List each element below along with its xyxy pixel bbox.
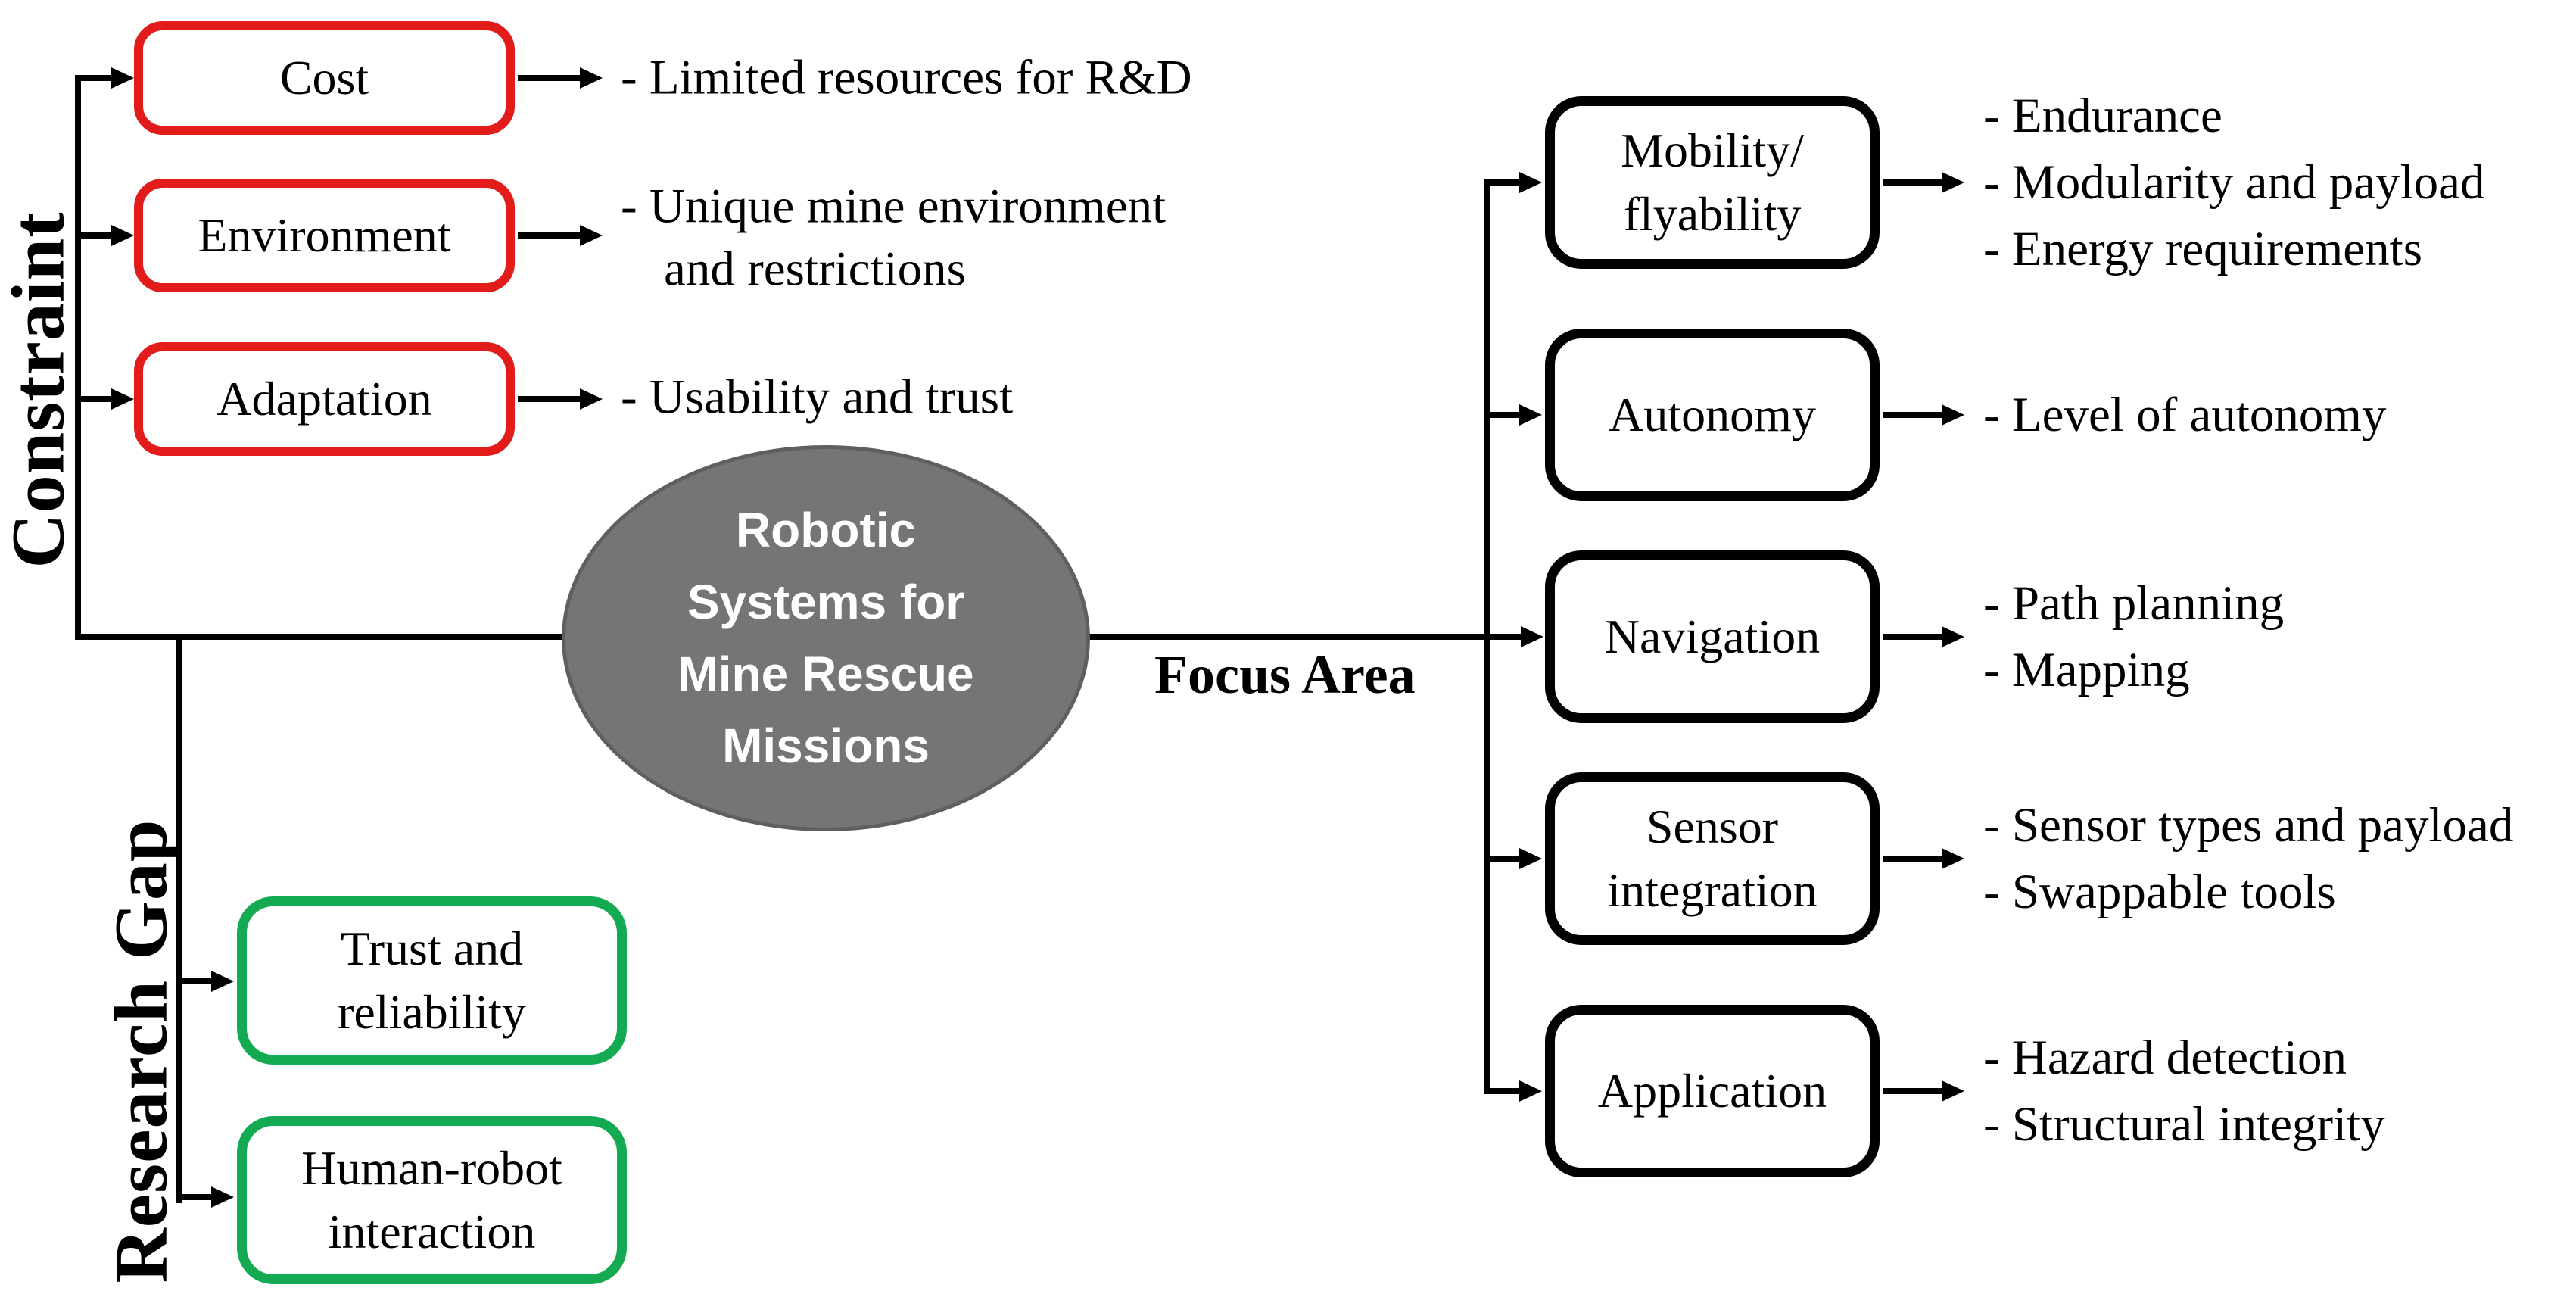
arrowhead-from-cost — [580, 67, 603, 89]
arrow-line-from-cost — [518, 75, 583, 81]
focus-area-section-label: Focus Area — [1154, 644, 1416, 705]
central-topic-ellipse: Robotic Systems for Mine Rescue Missions — [562, 445, 1090, 831]
node-sensor-integration: Sensor integration — [1545, 772, 1880, 945]
arrowhead-to-cost — [111, 67, 134, 89]
arrow-line-to-autonomy — [1487, 412, 1522, 418]
note-hazard-detection: - Hazard detection — [1983, 1031, 2347, 1085]
node-cost: Cost — [134, 21, 515, 135]
arrow-line-to-sensor — [1487, 856, 1522, 862]
note-adaptation: - Usability and trust — [621, 369, 1014, 425]
node-hri-line1: Human-robot — [301, 1141, 562, 1195]
arrowhead-from-mobility — [1942, 172, 1964, 193]
note-swappable-tools: - Swappable tools — [1983, 865, 2336, 919]
arrow-line-to-cost — [78, 75, 114, 81]
node-trust-line2: reliability — [338, 985, 526, 1039]
arrow-line-from-sensor — [1883, 856, 1945, 862]
note-modularity: - Modularity and payload — [1983, 155, 2485, 210]
node-human-robot-interaction: Human-robot interaction — [237, 1116, 627, 1284]
constraint-bracket-line — [75, 75, 81, 640]
arrowhead-from-navigation — [1942, 626, 1964, 647]
arrowhead-to-adaptation — [111, 388, 134, 410]
arrow-line-from-application — [1883, 1088, 1945, 1094]
note-cost: - Limited resources for R&D — [621, 50, 1192, 105]
arrowhead-to-sensor — [1519, 848, 1542, 869]
node-cost-label: Cost — [279, 51, 369, 104]
arrowhead-from-sensor — [1942, 848, 1964, 869]
note-environment-line1: - Unique mine environment — [621, 179, 1167, 234]
notes-mobility: - Endurance - Modularity and payload - E… — [1983, 83, 2484, 282]
node-autonomy: Autonomy — [1545, 329, 1880, 501]
arrow-line-from-environment — [518, 232, 583, 239]
arrowhead-to-application — [1519, 1080, 1542, 1102]
arrowhead-to-mobility — [1519, 172, 1542, 193]
arrow-line-to-adaptation — [78, 396, 114, 402]
node-sensor-line1: Sensor — [1646, 800, 1779, 853]
arrowhead-from-adaptation — [580, 388, 603, 410]
node-application-label: Application — [1597, 1064, 1827, 1118]
arrow-line-from-navigation — [1883, 634, 1945, 640]
central-topic-line2: Systems for — [687, 575, 965, 629]
constraint-section-label: Constraint — [0, 211, 80, 569]
node-adaptation-label: Adaptation — [216, 372, 432, 426]
node-trust-line1: Trust and — [340, 921, 524, 975]
arrow-line-to-trust — [179, 978, 214, 984]
note-structural-integrity: - Structural integrity — [1983, 1097, 2385, 1152]
central-topic-line3: Mine Rescue — [677, 647, 974, 701]
note-level-of-autonomy: - Level of autonomy — [1983, 388, 2387, 442]
arrowhead-to-trust — [211, 971, 234, 992]
note-sensor-types: - Sensor types and payload — [1983, 798, 2514, 853]
node-environment-label: Environment — [198, 208, 451, 262]
node-hri-line2: interaction — [328, 1205, 536, 1258]
note-energy: - Energy requirements — [1983, 222, 2422, 276]
node-environment: Environment — [134, 179, 515, 292]
notes-autonomy: - Level of autonomy — [1983, 382, 2386, 448]
arrow-line-to-application — [1487, 1088, 1522, 1094]
notes-application: - Hazard detection - Structural integrit… — [1983, 1024, 2385, 1158]
note-path-planning: - Path planning — [1983, 576, 2285, 631]
note-endurance: - Endurance — [1983, 89, 2222, 143]
arrowhead-from-environment — [580, 225, 603, 246]
arrow-line-from-mobility — [1883, 179, 1945, 186]
node-navigation-label: Navigation — [1604, 610, 1821, 663]
arrowhead-from-autonomy — [1942, 404, 1964, 426]
node-navigation: Navigation — [1545, 550, 1880, 723]
central-topic-line4: Missions — [722, 719, 930, 773]
node-mobility-flyability: Mobility/ flyability — [1545, 96, 1880, 269]
node-adaptation: Adaptation — [134, 342, 515, 456]
node-mobility-line2: flyability — [1623, 187, 1802, 241]
arrow-line-from-autonomy — [1883, 412, 1945, 418]
node-sensor-line2: integration — [1607, 863, 1818, 917]
arrowhead-to-environment — [111, 225, 134, 246]
node-autonomy-label: Autonomy — [1609, 388, 1816, 441]
notes-navigation: - Path planning - Mapping — [1983, 570, 2284, 703]
note-environment-line2: and restrictions — [664, 242, 966, 297]
arrowhead-from-application — [1942, 1080, 1964, 1102]
arrowhead-to-hri — [211, 1186, 234, 1208]
arrow-line-from-adaptation — [518, 396, 583, 402]
notes-sensor: - Sensor types and payload - Swappable t… — [1983, 792, 2513, 925]
focus-area-bracket-line — [1484, 179, 1490, 1094]
research-gap-section-label: Research Gap — [98, 818, 183, 1283]
arrow-line-to-mobility — [1487, 179, 1522, 186]
note-mapping: - Mapping — [1983, 643, 2190, 697]
node-trust-reliability: Trust and reliability — [237, 896, 627, 1065]
arrow-line-to-hri — [179, 1194, 214, 1200]
central-topic-line1: Robotic — [735, 503, 917, 557]
research-gap-bracket-line — [176, 637, 182, 1203]
node-mobility-line1: Mobility/ — [1621, 123, 1804, 177]
arrowhead-into-navigation — [1521, 626, 1543, 647]
arrow-line-to-environment — [78, 232, 114, 239]
node-application: Application — [1545, 1005, 1880, 1177]
arrowhead-to-autonomy — [1519, 404, 1542, 426]
